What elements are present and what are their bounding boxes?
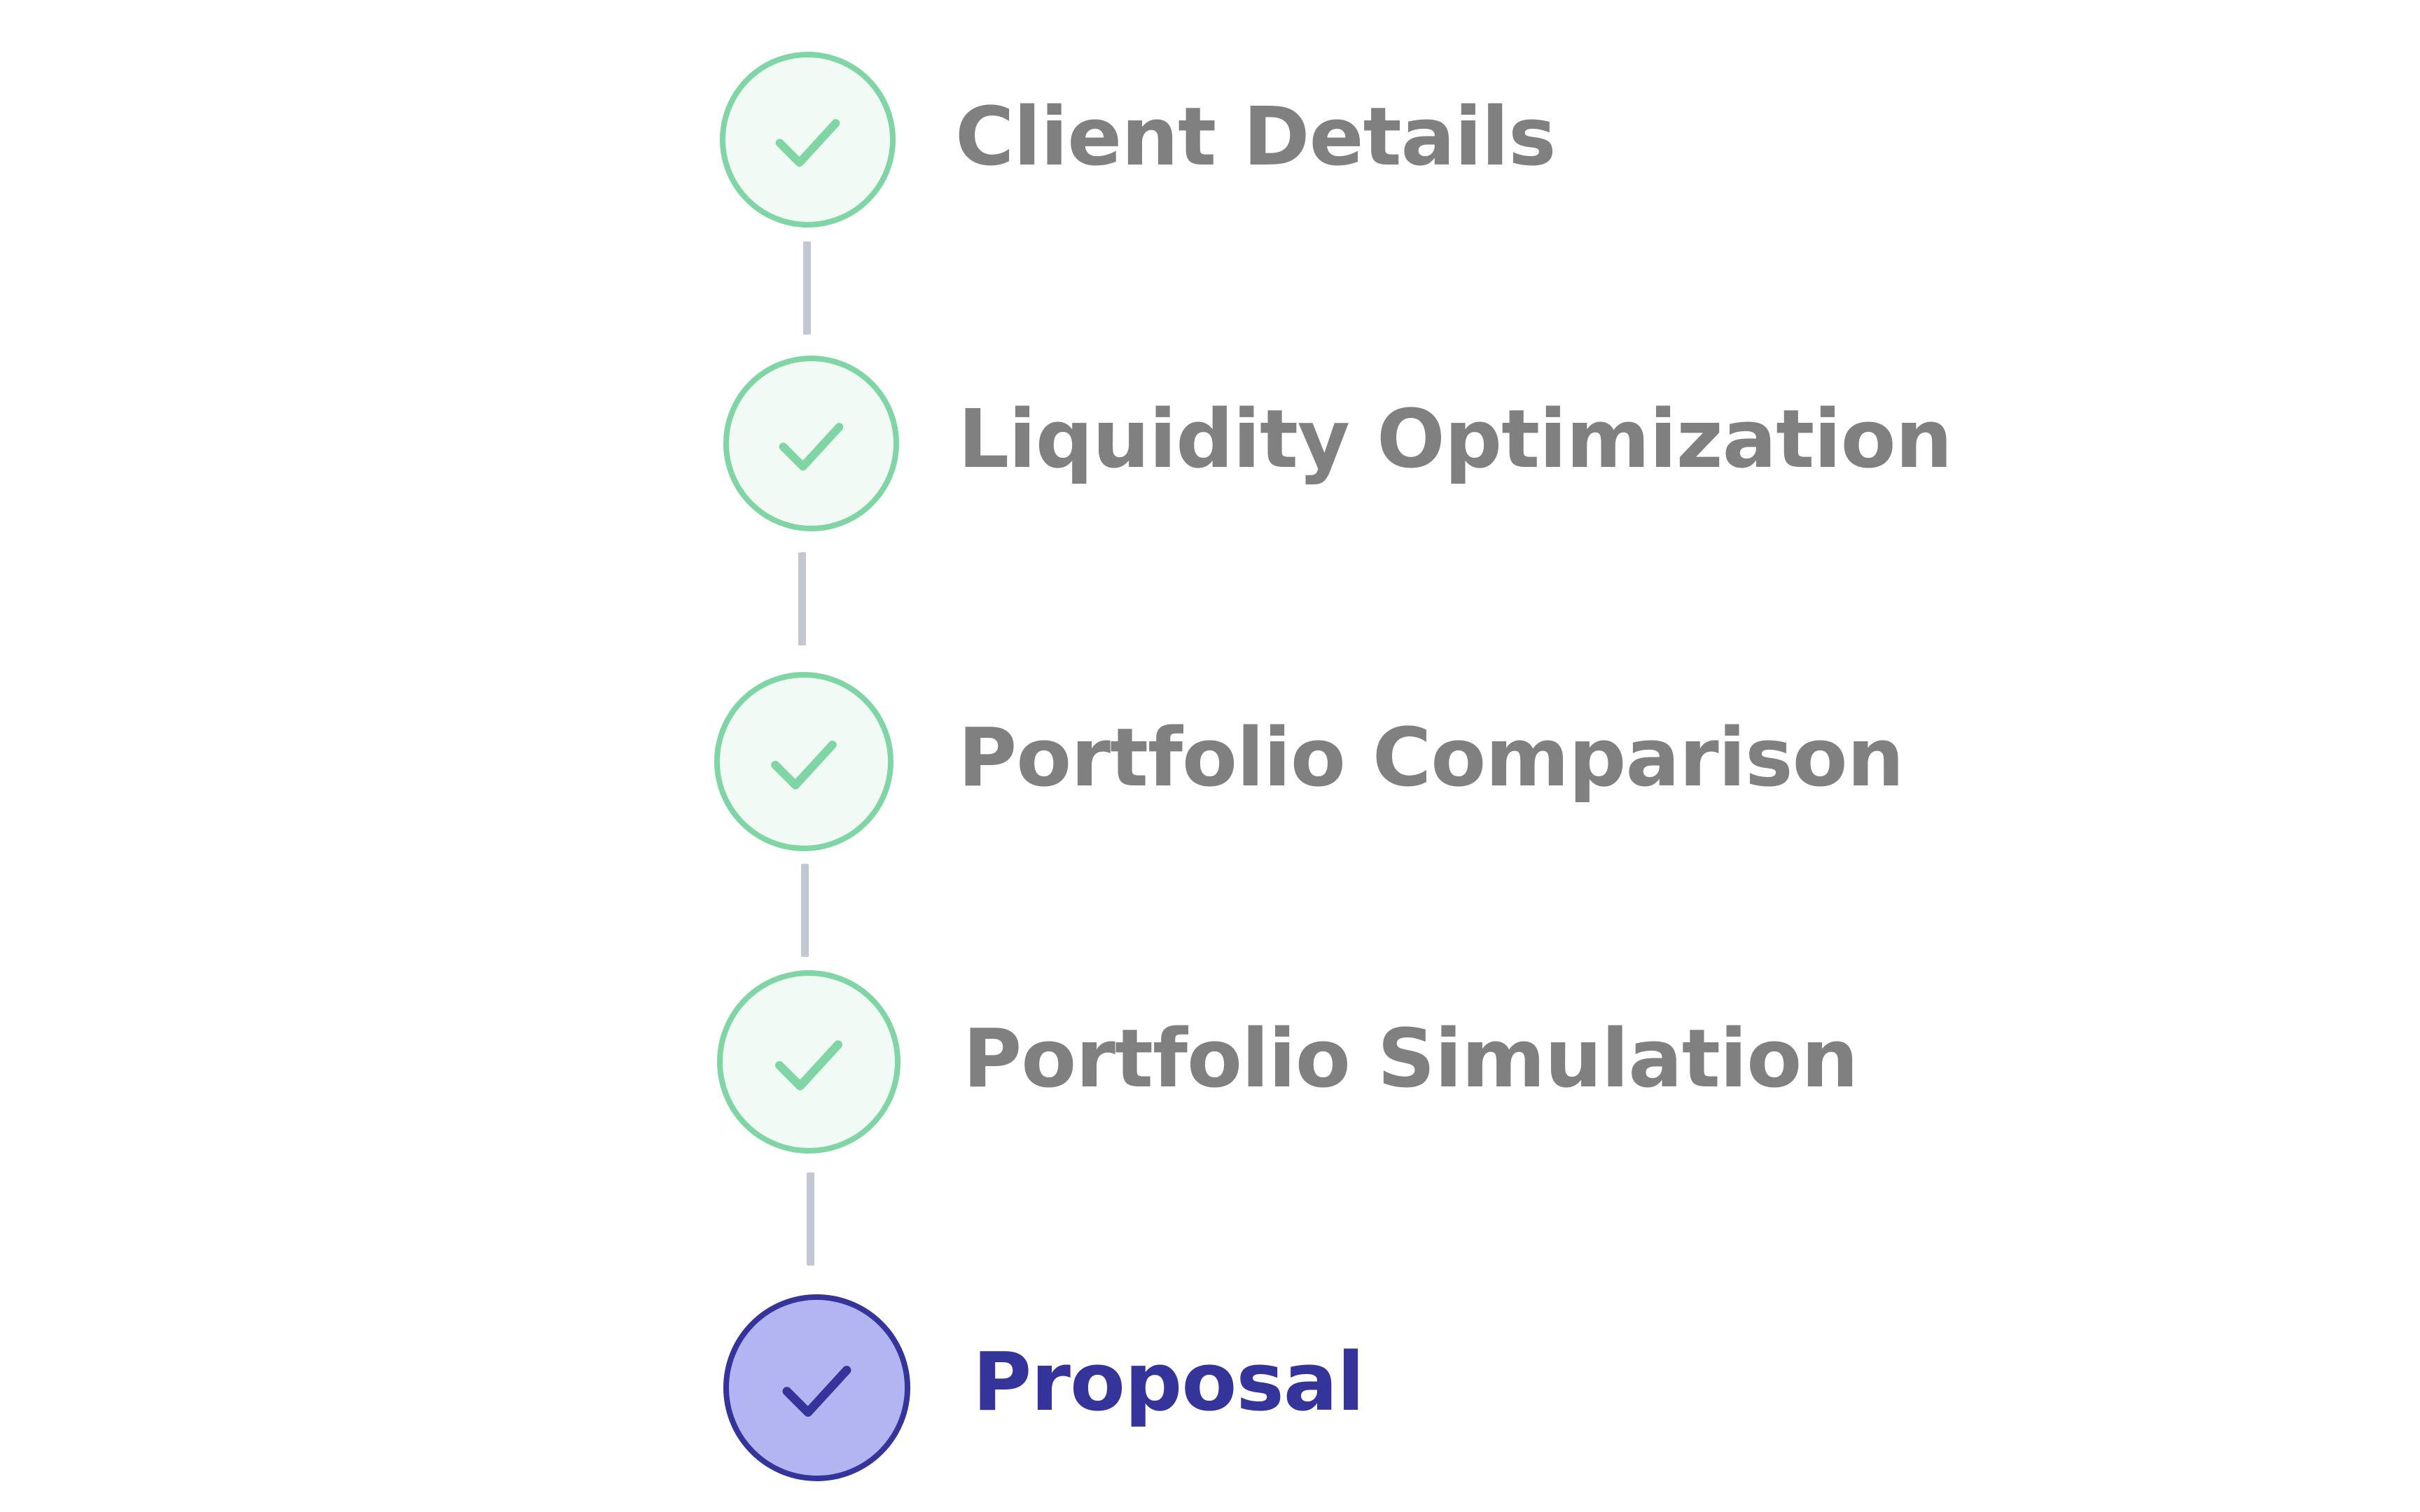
step-status-circle	[714, 672, 893, 851]
check-icon	[771, 741, 837, 790]
step-connector	[798, 552, 806, 645]
step-label: Portfolio Simulation	[963, 1012, 1858, 1106]
check-icon	[775, 1040, 842, 1091]
step-connector	[803, 241, 811, 335]
step-label: Liquidity Optimization	[958, 393, 1953, 486]
step-status-circle	[720, 52, 896, 227]
step-label: Client Details	[955, 90, 1556, 184]
step-status-circle	[717, 970, 900, 1154]
check-icon	[782, 1366, 851, 1417]
step-connector	[807, 1172, 814, 1266]
step-connector	[801, 864, 809, 957]
step-label: Portfolio Comparison	[958, 711, 1905, 805]
step-status-circle	[723, 1294, 910, 1481]
step-status-circle	[723, 356, 899, 531]
check-icon	[779, 423, 844, 471]
check-icon	[775, 119, 840, 167]
step-label: Proposal	[973, 1336, 1365, 1429]
